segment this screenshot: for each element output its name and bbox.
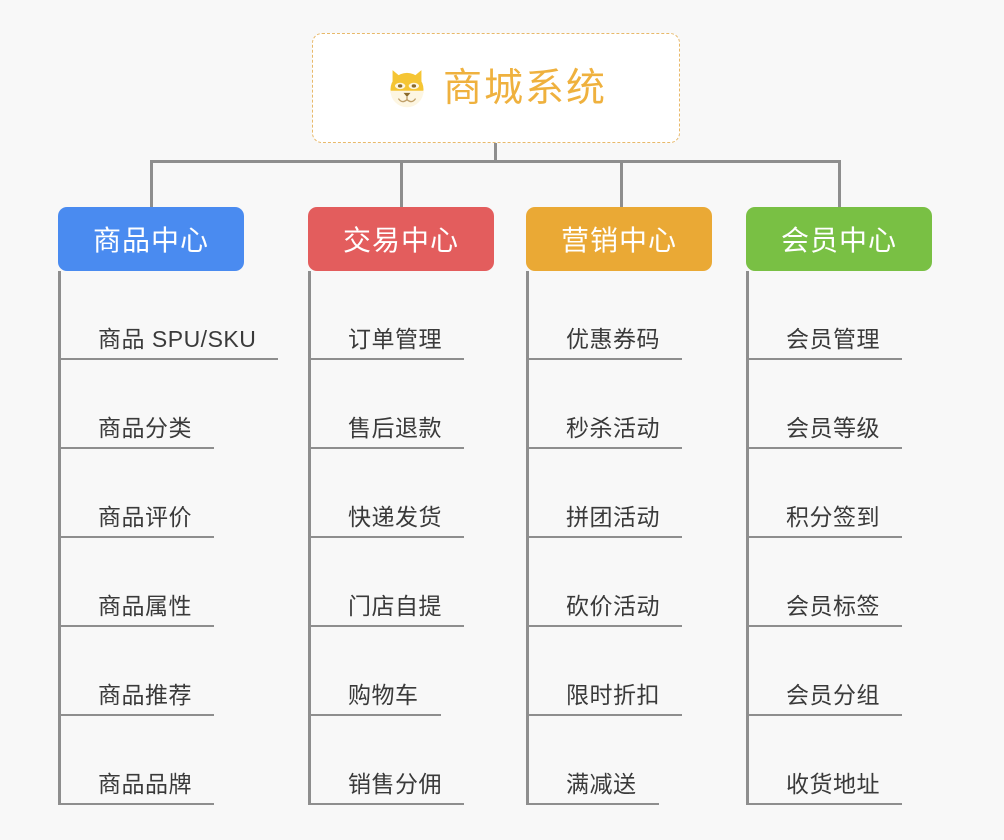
leaf-item[interactable]: 会员等级 [746,360,932,449]
leaf-label: 收货地址 [786,770,880,797]
branch-header-3[interactable]: 营销中心 [526,207,712,271]
branch-spine-3 [526,271,529,805]
connector-root-stem [494,143,497,162]
connector-drop-2 [400,160,403,207]
leaf-item[interactable]: 优惠券码 [526,271,712,360]
leaf-label: 商品 SPU/SKU [98,325,257,352]
root-node[interactable]: 商城系统 [312,33,680,143]
leaf-label: 商品属性 [98,592,192,619]
leaf-item[interactable]: 限时折扣 [526,627,712,716]
branch-header-label-3: 营销中心 [560,225,677,256]
leaf-item[interactable]: 砍价活动 [526,538,712,627]
leaf-label: 会员分组 [786,681,880,708]
connector-drop-4 [838,160,841,207]
branch-header-label-4: 会员中心 [780,225,897,256]
branch-header-label-2: 交易中心 [342,225,459,256]
leaf-label: 砍价活动 [566,592,660,619]
leaf-item[interactable]: 售后退款 [308,360,494,449]
leaf-item[interactable]: 商品属性 [58,538,244,627]
branch-header-2[interactable]: 交易中心 [308,207,494,271]
leaf-item[interactable]: 商品 SPU/SKU [58,271,279,360]
leaf-label: 订单管理 [348,325,442,352]
leaf-item[interactable]: 积分签到 [746,449,932,538]
leaf-label: 会员管理 [786,325,880,352]
connector-horizontal-bar [150,160,840,163]
branch-spine-2 [308,271,311,805]
leaf-label: 销售分佣 [348,770,442,797]
branch-spine-1 [58,271,61,805]
leaf-item[interactable]: 会员标签 [746,538,932,627]
leaf-item[interactable]: 收货地址 [746,716,932,805]
leaf-item[interactable]: 会员管理 [746,271,932,360]
leaf-item[interactable]: 商品分类 [58,360,244,449]
branch-body-3: 优惠券码 秒杀活动 拼团活动 砍价活动 限时折扣 满减送 [526,271,712,805]
leaf-item[interactable]: 满减送 [526,716,712,805]
branch-header-1[interactable]: 商品中心 [58,207,244,271]
leaf-item[interactable]: 订单管理 [308,271,494,360]
leaf-label: 秒杀活动 [566,414,660,441]
branch-body-1: 商品 SPU/SKU 商品分类 商品评价 商品属性 商品推荐 商品品牌 [58,271,279,805]
leaf-label: 商品品牌 [98,770,192,797]
branch-spine-4 [746,271,749,805]
leaf-label: 会员标签 [786,592,880,619]
leaf-label: 会员等级 [786,414,880,441]
dog-face-icon [385,66,429,110]
branch-header-label-1: 商品中心 [92,225,209,256]
leaf-label: 商品推荐 [98,681,192,708]
leaf-item[interactable]: 商品品牌 [58,716,244,805]
branch-body-2: 订单管理 售后退款 快递发货 门店自提 购物车 销售分佣 [308,271,494,805]
leaf-item[interactable]: 购物车 [308,627,494,716]
leaf-label: 购物车 [348,681,419,708]
leaf-label: 门店自提 [348,592,442,619]
branch-column-4: 会员中心 会员管理 会员等级 积分签到 会员标签 会员分组 收货地址 [746,207,932,805]
leaf-label: 限时折扣 [566,681,660,708]
leaf-item[interactable]: 秒杀活动 [526,360,712,449]
branch-body-4: 会员管理 会员等级 积分签到 会员标签 会员分组 收货地址 [746,271,932,805]
leaf-item[interactable]: 商品推荐 [58,627,244,716]
connector-drop-3 [620,160,623,207]
branch-column-1: 商品中心 商品 SPU/SKU 商品分类 商品评价 商品属性 商品推荐 商品品牌 [58,207,279,805]
branch-header-4[interactable]: 会员中心 [746,207,932,271]
leaf-label: 售后退款 [348,414,442,441]
leaf-label: 满减送 [566,770,637,797]
leaf-item[interactable]: 快递发货 [308,449,494,538]
leaf-label: 商品分类 [98,414,192,441]
leaf-label: 积分签到 [786,503,880,530]
branch-column-3: 营销中心 优惠券码 秒杀活动 拼团活动 砍价活动 限时折扣 满减送 [526,207,712,805]
leaf-label: 商品评价 [98,503,192,530]
leaf-item[interactable]: 拼团活动 [526,449,712,538]
root-title: 商城系统 [442,66,607,110]
leaf-item[interactable]: 门店自提 [308,538,494,627]
leaf-label: 拼团活动 [566,503,660,530]
leaf-label: 优惠券码 [566,325,660,352]
leaf-label: 快递发货 [348,503,442,530]
connector-drop-1 [150,160,153,207]
leaf-item[interactable]: 会员分组 [746,627,932,716]
branch-column-2: 交易中心 订单管理 售后退款 快递发货 门店自提 购物车 销售分佣 [308,207,494,805]
leaf-item[interactable]: 商品评价 [58,449,244,538]
leaf-item[interactable]: 销售分佣 [308,716,494,805]
